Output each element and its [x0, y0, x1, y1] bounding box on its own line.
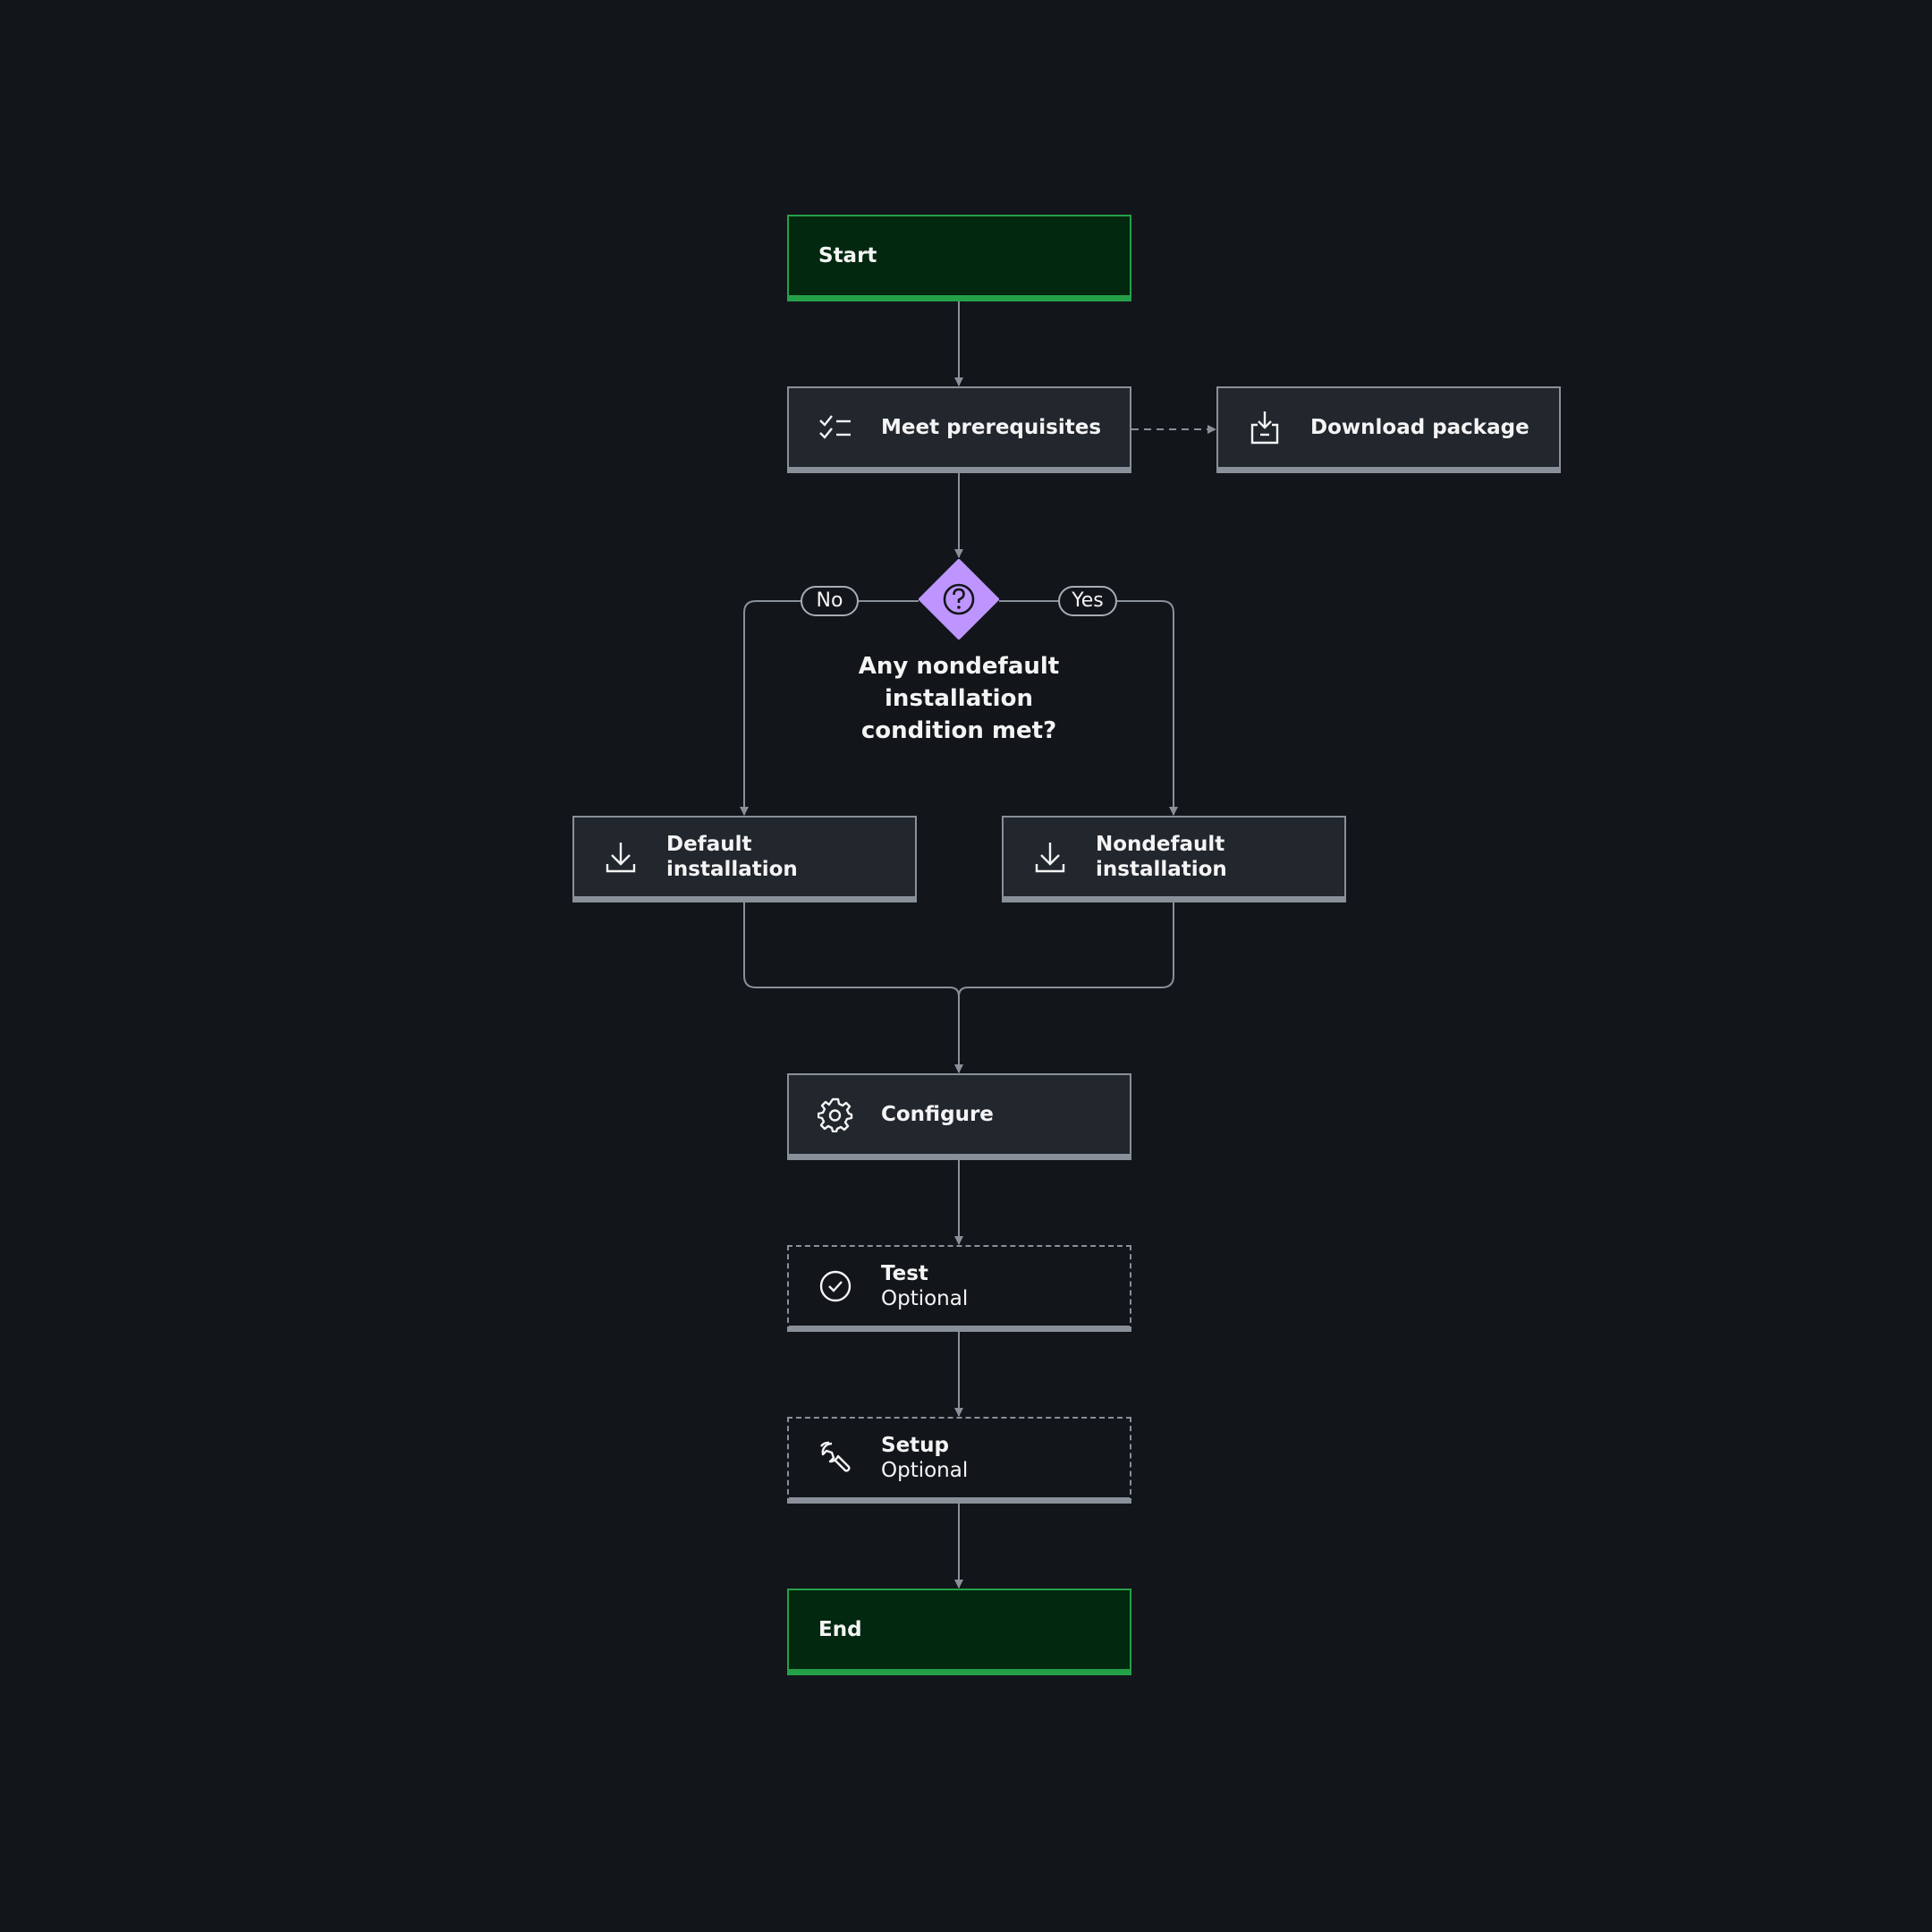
yes-branch-label: Yes: [1058, 586, 1117, 616]
edge-default-merge: [743, 902, 960, 997]
checkmark-circle-icon: [818, 1268, 853, 1304]
start-label: Start: [818, 244, 877, 267]
start-node[interactable]: Start: [787, 215, 1131, 301]
end-label: End: [818, 1618, 862, 1641]
download-to-tray-icon: [1247, 410, 1283, 445]
test-label: Test: [881, 1262, 928, 1285]
setup-text: Setup Optional: [881, 1433, 1115, 1483]
nondefault-install-label: Nondefault installation: [1096, 833, 1227, 881]
test-sublabel: Optional: [881, 1287, 969, 1310]
setup-label: Setup: [881, 1434, 949, 1457]
prereq-node[interactable]: Meet prerequisites: [787, 386, 1131, 473]
setup-sublabel: Optional: [881, 1459, 969, 1482]
configure-label: Configure: [881, 1103, 994, 1126]
edge-nondefault-merge: [958, 902, 1174, 997]
download-label: Download package: [1310, 416, 1530, 439]
nondefault-install-node[interactable]: Nondefault installation: [1002, 816, 1346, 902]
configure-node[interactable]: Configure: [787, 1073, 1131, 1160]
checklist-icon: [818, 410, 853, 445]
question-icon: [943, 583, 975, 615]
test-text: Test Optional: [881, 1261, 1115, 1311]
end-node[interactable]: End: [787, 1589, 1131, 1675]
download-node[interactable]: Download package: [1216, 386, 1561, 473]
gear-icon: [818, 1097, 853, 1132]
download-icon: [603, 839, 639, 875]
setup-node[interactable]: Setup Optional: [787, 1417, 1131, 1504]
test-node[interactable]: Test Optional: [787, 1245, 1131, 1332]
default-install-node[interactable]: Default installation: [572, 816, 917, 902]
default-install-label: Default installation: [666, 833, 798, 881]
decision-label: Any nondefault installation condition me…: [858, 653, 1060, 744]
edge-decision-yes: [999, 600, 1178, 816]
download-icon: [1032, 839, 1068, 875]
prereq-label: Meet prerequisites: [881, 416, 1102, 439]
no-branch-label: No: [801, 586, 859, 616]
decision-diamond[interactable]: [919, 559, 999, 640]
wrench-icon: [818, 1440, 853, 1476]
edge-decision-no: [740, 600, 919, 816]
